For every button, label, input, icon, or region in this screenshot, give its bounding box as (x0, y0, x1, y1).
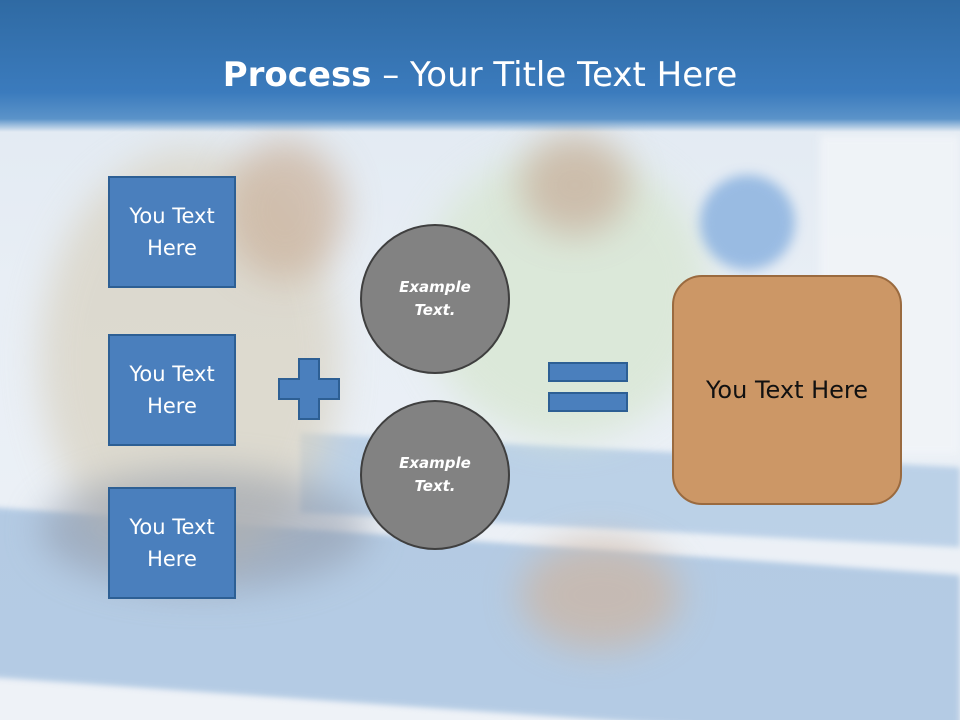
input-box-3: You Text Here (108, 487, 236, 599)
background-exercise-ball (700, 175, 795, 270)
equals-bar-bottom (548, 392, 628, 412)
input-box-label: You Text Here (129, 362, 215, 418)
result-box: You Text Here (672, 275, 902, 505)
title-bold: Process (222, 55, 372, 95)
plus-icon (278, 358, 340, 420)
title-rest: – Your Title Text Here (371, 55, 738, 95)
header-bar (0, 0, 960, 132)
background-face-2 (520, 135, 630, 235)
example-circle-2: Example Text. (360, 400, 510, 550)
result-label: You Text Here (705, 376, 869, 404)
input-box-label: You Text Here (129, 204, 215, 260)
equals-bar-top (548, 362, 628, 382)
input-box-2: You Text Here (108, 334, 236, 446)
equals-icon (548, 362, 628, 414)
example-circle-1: Example Text. (360, 224, 510, 374)
input-box-label: You Text Here (129, 515, 215, 571)
example-circle-label: Example Text. (399, 454, 471, 495)
background-face-1 (225, 140, 345, 280)
slide-title: Process – Your Title Text Here (0, 50, 960, 100)
example-circle-label: Example Text. (399, 278, 471, 319)
input-box-1: You Text Here (108, 176, 236, 288)
background-feet (520, 540, 680, 650)
